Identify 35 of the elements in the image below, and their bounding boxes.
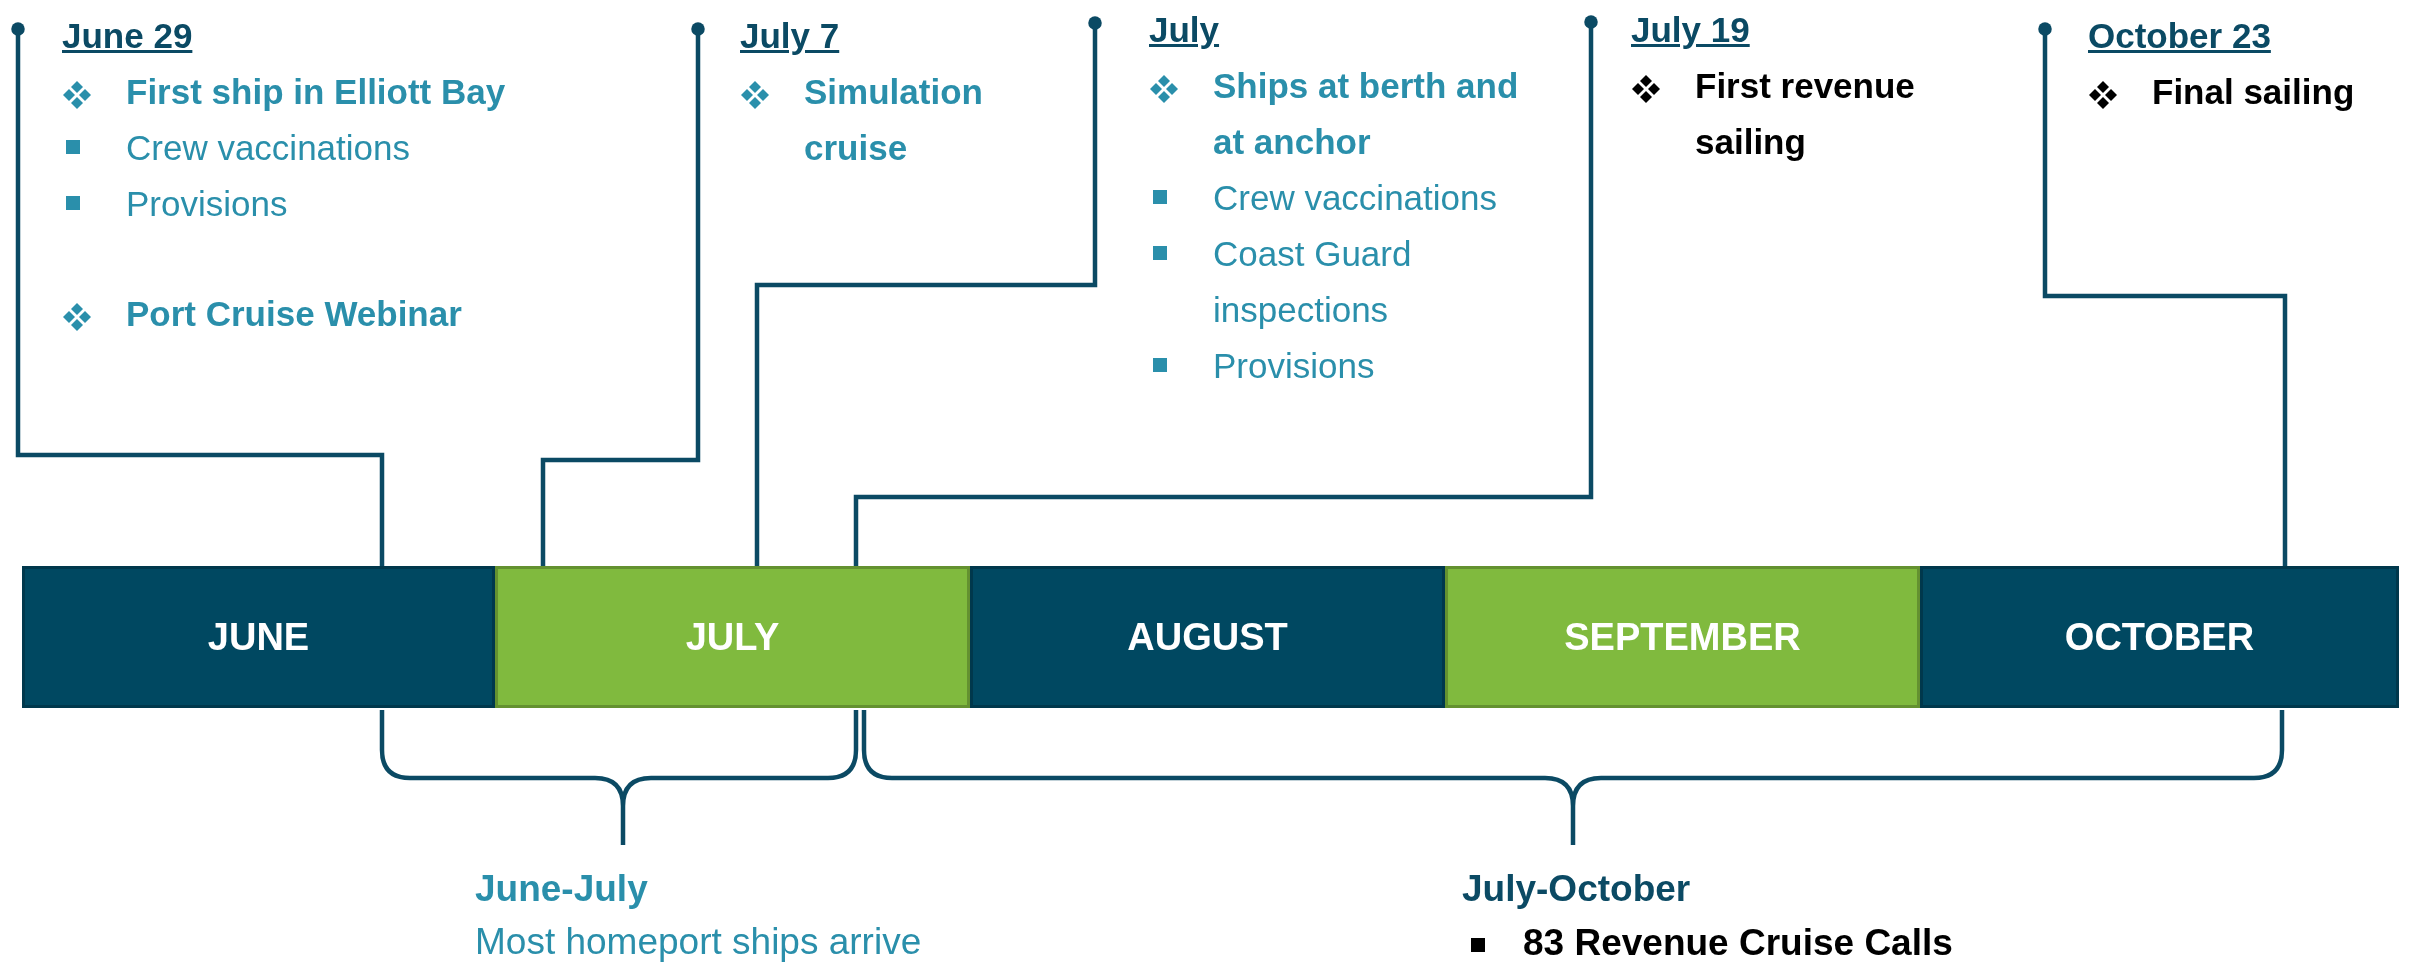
month-label: OCTOBER xyxy=(2064,615,2255,659)
leader-line xyxy=(11,22,385,566)
month-label: JUNE xyxy=(207,615,310,659)
event-title: First revenue sailing xyxy=(1695,66,1915,161)
range-heading: June-July xyxy=(475,868,648,910)
leader-line xyxy=(2038,22,2288,566)
event-title: Final sailing xyxy=(2152,72,2355,111)
event-title: Simulation cruise xyxy=(804,72,983,167)
date-heading: July 7 xyxy=(740,15,841,57)
month-bar-segment xyxy=(970,566,1445,708)
range-description: 83 Revenue Cruise Calls xyxy=(1523,922,1953,964)
month-label: AUGUST xyxy=(1127,615,1288,659)
date-heading: October 23 xyxy=(2088,15,2272,57)
leader-line xyxy=(853,15,1598,566)
event-detail: Provisions xyxy=(126,184,288,223)
event-title: First ship in Elliott Bay xyxy=(126,72,506,111)
leader-line xyxy=(540,22,705,566)
event-detail: Provisions xyxy=(1213,346,1375,385)
month-bar-segment xyxy=(1445,566,1920,708)
leader-line xyxy=(754,16,1102,566)
range-heading: July-October xyxy=(1462,868,1691,910)
range-description: Most homeport ships arrive xyxy=(475,921,922,963)
month-bar-segment xyxy=(495,566,970,708)
event-title: Port Cruise Webinar xyxy=(126,294,462,333)
month-bar-segment xyxy=(22,566,495,708)
month-bar-segment xyxy=(1920,566,2399,708)
date-heading: June 29 xyxy=(62,15,194,57)
event-detail: Coast Guard inspections xyxy=(1213,234,1412,329)
event-detail: Crew vaccinations xyxy=(126,128,410,167)
event-detail: Crew vaccinations xyxy=(1213,178,1497,217)
event-title: Ships at berth and at anchor xyxy=(1213,66,1519,161)
date-heading: July xyxy=(1149,9,1221,51)
date-heading: July 19 xyxy=(1631,9,1751,51)
month-label: SEPTEMBER xyxy=(1564,615,1801,659)
month-label: JULY xyxy=(685,615,780,659)
